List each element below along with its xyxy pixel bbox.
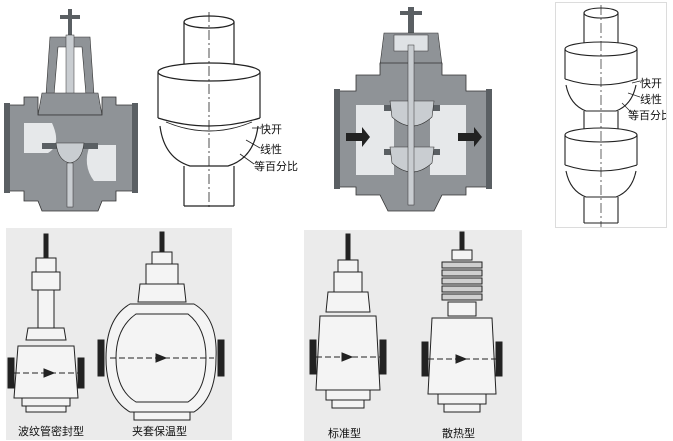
plug-label-linear: 线性 (260, 143, 282, 156)
plug-label-equal-percentage: 等百分比 (254, 160, 298, 173)
caption-jacket-insulation: 夹套保温型 (132, 425, 187, 438)
bellows-and-jacket-valve-drawings: 波纹管密封型 夹套保温型 (6, 228, 232, 440)
plug-label-linear-double: 线性 (640, 93, 662, 106)
caption-standard: 标准型 (328, 427, 361, 440)
single-plug-characteristic-diagram: 快开 线性 等百分比 (150, 8, 310, 213)
double-plug-characteristic-diagram: 快开 线性 等百分比 (555, 2, 667, 228)
plug-label-equal-percentage-double: 等百分比 (628, 109, 666, 122)
plug-label-quick-open-double: 快开 (640, 77, 662, 90)
caption-cooling: 散热型 (442, 427, 475, 440)
standard-and-cooling-valve-drawings: 标准型 散热型 (304, 230, 522, 441)
double-seat-valve-cross-section (334, 5, 494, 215)
single-seat-valve-cross-section (2, 5, 142, 215)
caption-bellows-seal: 波纹管密封型 (18, 425, 84, 438)
plug-label-quick-open: 快开 (260, 123, 282, 136)
